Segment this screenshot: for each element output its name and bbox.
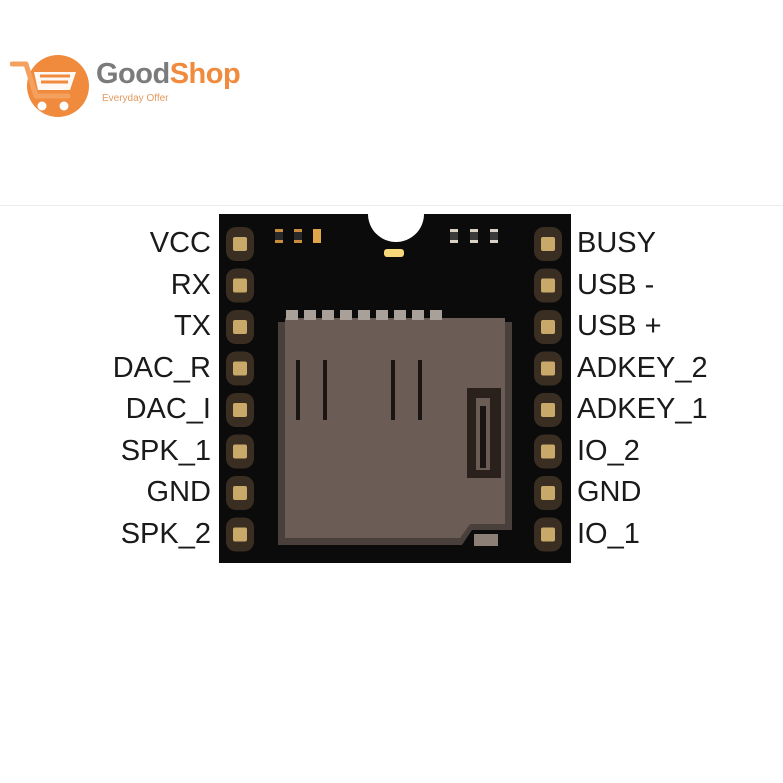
- right-pin-header: [534, 227, 562, 552]
- right-pin-label-8: IO_1: [577, 517, 640, 550]
- left-pin-label-1: VCC: [149, 227, 211, 259]
- left-header-pin-pad-5: [233, 403, 247, 417]
- right-pin-label-5: ADKEY_1: [577, 393, 708, 425]
- brand-name-part2: Shop: [169, 58, 241, 90]
- brand-tagline: Everyday Offer: [102, 93, 169, 104]
- left-header-pin-pad-8: [233, 527, 247, 542]
- right-header-pin-pad-7: [541, 486, 555, 500]
- left-header-pin-pad-1: [233, 237, 247, 251]
- sd-card-slot: [278, 310, 512, 546]
- right-header-pin-pad-2: [541, 278, 555, 293]
- right-header-pin-pad-5: [541, 403, 555, 417]
- left-pin-label-7: GND: [146, 476, 211, 508]
- right-pin-label-1: BUSY: [577, 227, 656, 259]
- left-header-pin-pad-6: [233, 444, 247, 459]
- right-pin-label-2: USB -: [577, 268, 655, 301]
- left-header-pin-pad-7: [233, 486, 247, 500]
- brand-name: GoodShop: [96, 58, 241, 91]
- left-pin-label-2: RX: [170, 268, 211, 301]
- left-header-pin-pad-2: [233, 278, 247, 293]
- smd-components-right: [450, 229, 498, 243]
- left-pin-label-8: SPK_2: [120, 517, 211, 550]
- left-header-pin-pad-3: [233, 320, 247, 334]
- divider: [0, 205, 783, 206]
- brand-name-part1: Good: [96, 58, 170, 90]
- led: [384, 249, 404, 257]
- right-header-pin-pad-4: [541, 361, 555, 376]
- left-header-pin-pad-4: [233, 361, 247, 376]
- left-pin-label-4: DAC_R: [112, 351, 211, 384]
- left-pin-label-5: DAC_I: [125, 393, 211, 425]
- left-pin-header: [226, 227, 254, 552]
- right-pin-label-7: GND: [577, 476, 642, 508]
- goodshop-logo: GoodShop Everyday Offer: [10, 52, 260, 122]
- shopping-cart-icon: [10, 55, 89, 117]
- right-header-pin-pad-3: [541, 320, 555, 334]
- right-header-pin-pad-1: [541, 237, 555, 251]
- left-pin-label-6: SPK_1: [120, 434, 211, 467]
- right-header-pin-pad-8: [541, 527, 555, 542]
- right-pin-label-4: ADKEY_2: [577, 351, 708, 384]
- left-pin-label-3: TX: [173, 310, 211, 342]
- right-pin-label-6: IO_2: [577, 434, 640, 467]
- right-header-pin-pad-6: [541, 444, 555, 459]
- smd-components-left: [275, 229, 321, 243]
- right-pin-label-3: USB +: [577, 310, 662, 342]
